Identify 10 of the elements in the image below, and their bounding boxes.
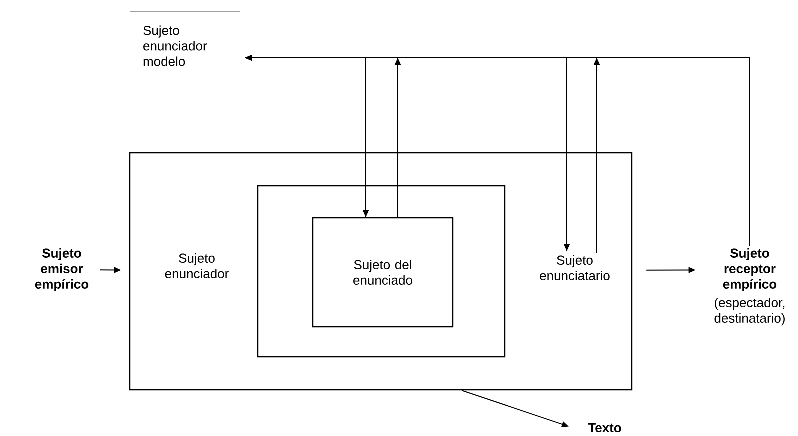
outer-box (129, 152, 633, 391)
text-label: Sujeto enunciatario (540, 255, 610, 281)
middle-box (257, 185, 506, 358)
caption-text: (espectador, destinatario) (714, 298, 785, 326)
text-label: Sujeto receptor empírico (723, 248, 777, 292)
text-label: Sujeto emisor empírico (35, 248, 89, 292)
inner-box: Sujeto del enunciado (312, 217, 454, 328)
text-label: Sujeto enunciador modelo (144, 26, 208, 66)
text-label: Sujeto enunciador (165, 253, 229, 279)
text-label: Texto (588, 423, 622, 433)
